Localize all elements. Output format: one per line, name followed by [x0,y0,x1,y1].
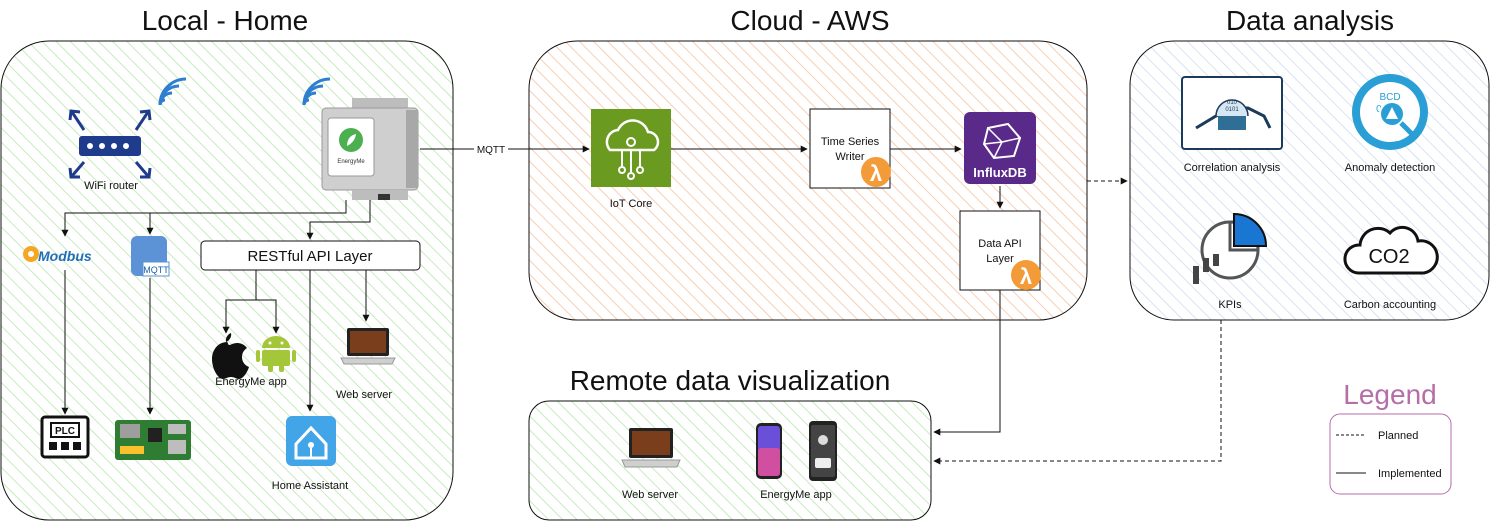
remote-visualization-panel [528,400,932,521]
legend-title: Legend [1343,379,1436,410]
legend-implemented-label: Implemented [1378,468,1442,480]
laptop-icon [621,428,681,468]
svg-text:0101: 0101 [1225,107,1239,113]
iphone-icon [756,423,782,479]
android-phone-icon [809,421,837,481]
local-home-title: Local - Home [142,5,309,36]
svg-text:010: 010 [1227,100,1238,106]
kpis-pie-chart-icon [1193,212,1268,284]
mqtt-badge-icon: MQTT [131,236,170,277]
data-analysis-title: Data analysis [1226,5,1394,36]
iot-core-label: IoT Core [610,198,653,210]
mqtt-badge-label: MQTT [143,265,169,275]
cloud-connectors [671,145,1222,465]
co2-label: CO2 [1368,246,1409,268]
home-assistant-label: Home Assistant [272,480,348,492]
influxdb-label: InfluxDB [973,165,1026,180]
plc-icon: PLC [40,415,90,459]
cloud-aws-title: Cloud - AWS [730,5,889,36]
tsw-line2: Writer [835,151,864,163]
anomaly-detection-label: Anomaly detection [1345,162,1436,174]
remote-web-server-label: Web server [622,489,678,501]
tsw-line1: Time Series [821,136,880,148]
legend-planned-label: Planned [1378,430,1418,442]
correlation-analysis-label: Correlation analysis [1184,162,1281,174]
lambda-icon: λ [1011,260,1041,290]
correlation-analysis-icon: 010 0101 [1181,76,1283,150]
svg-text:λ: λ [1020,264,1032,289]
device-brand-label: EnergyMe [337,159,365,165]
modbus-logo-icon: Modbus [23,246,92,264]
remote-visualization-title: Remote data visualization [570,365,891,396]
plc-label: PLC [55,426,75,437]
legend-box [1329,413,1452,495]
iot-core-icon [591,109,671,187]
local-connectors [61,200,371,415]
lambda-icon: λ [861,157,891,187]
energyme-app-label: EnergyMe app [215,376,287,388]
carbon-accounting-label: Carbon accounting [1344,299,1436,311]
energyme-device-icon: EnergyMe [321,98,419,200]
carbon-cloud-icon: CO2 [1343,225,1439,275]
modbus-label: Modbus [38,248,92,264]
restful-api-label: RESTful API Layer [247,248,372,265]
svg-text:BCD: BCD [1379,92,1400,103]
mqtt-link-label: MQTT [477,145,505,156]
home-assistant-icon [286,416,336,466]
dapi-line2: Layer [986,253,1014,265]
raspberry-pi-board-icon [115,420,191,460]
android-logo-icon [256,336,296,372]
remote-energyme-app-label: EnergyMe app [760,489,832,501]
dapi-line1: Data API [978,238,1021,250]
kpis-label: KPIs [1218,299,1242,311]
laptop-icon [340,328,396,365]
wifi-signal-icon [302,77,331,106]
svg-text:λ: λ [870,161,882,186]
wifi-router-label: WiFi router [84,180,138,192]
wifi-signal-icon [158,77,187,106]
apple-logo-icon [212,333,249,379]
web-server-label: Web server [336,389,392,401]
mqtt-link-label-bg [474,142,508,156]
router-icon [68,109,152,179]
influxdb-icon: InfluxDB [964,112,1036,184]
